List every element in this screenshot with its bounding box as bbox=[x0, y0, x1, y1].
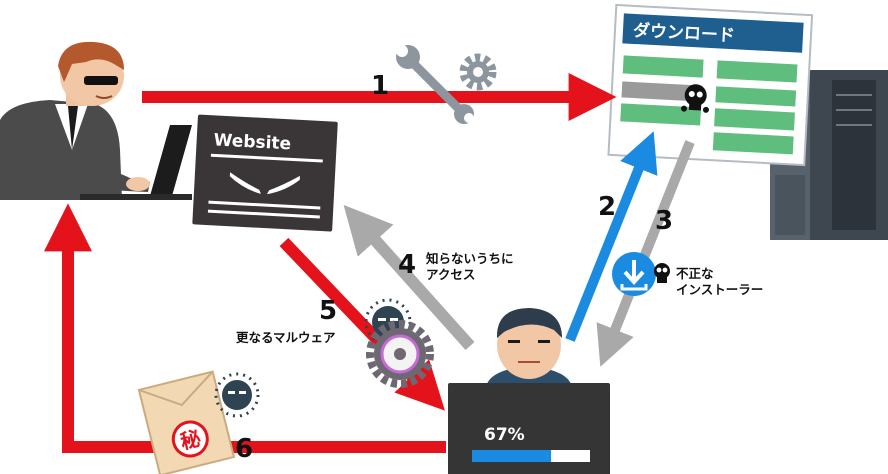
step-4-caption: 知らないうちに アクセス bbox=[426, 251, 514, 282]
step-5-caption: 更なるマルウェア bbox=[236, 330, 336, 345]
step-2-number: 2 bbox=[598, 192, 617, 222]
step-4-number: 4 bbox=[398, 250, 417, 280]
arrow-3 bbox=[596, 140, 695, 367]
skull-icon bbox=[654, 263, 670, 283]
arrow-4 bbox=[343, 204, 475, 351]
gear-icon bbox=[459, 53, 497, 91]
step-3-caption: 不正な インストーラー bbox=[676, 266, 764, 297]
download-page: ダウンロード bbox=[607, 3, 814, 167]
step-5-number: 5 bbox=[319, 296, 338, 326]
victim-laptop: 67% bbox=[448, 383, 610, 474]
download-title-bar bbox=[622, 13, 804, 53]
skull-icon bbox=[680, 84, 709, 113]
virus-icon bbox=[214, 372, 260, 418]
arrow-2 bbox=[565, 131, 658, 342]
progress-fill bbox=[472, 450, 552, 462]
evil-eye-right bbox=[266, 175, 300, 195]
progress-label: 67% bbox=[484, 425, 525, 445]
hacker-laptop bbox=[80, 125, 192, 200]
hacker-figure bbox=[0, 41, 150, 200]
step-1-number: 1 bbox=[371, 71, 390, 101]
arrow-6 bbox=[44, 203, 446, 453]
download-icon bbox=[612, 252, 656, 296]
victim-figure bbox=[486, 308, 572, 388]
website-title: Website bbox=[213, 130, 291, 154]
step-6-number: 6 bbox=[235, 434, 254, 464]
evil-eye-left bbox=[229, 172, 261, 194]
website-card: Website bbox=[192, 114, 338, 232]
wrench-icon bbox=[396, 45, 474, 124]
cd-disc-icon bbox=[366, 320, 434, 388]
step-3-number: 3 bbox=[655, 206, 674, 236]
secret-envelope: 秘 bbox=[137, 370, 236, 474]
